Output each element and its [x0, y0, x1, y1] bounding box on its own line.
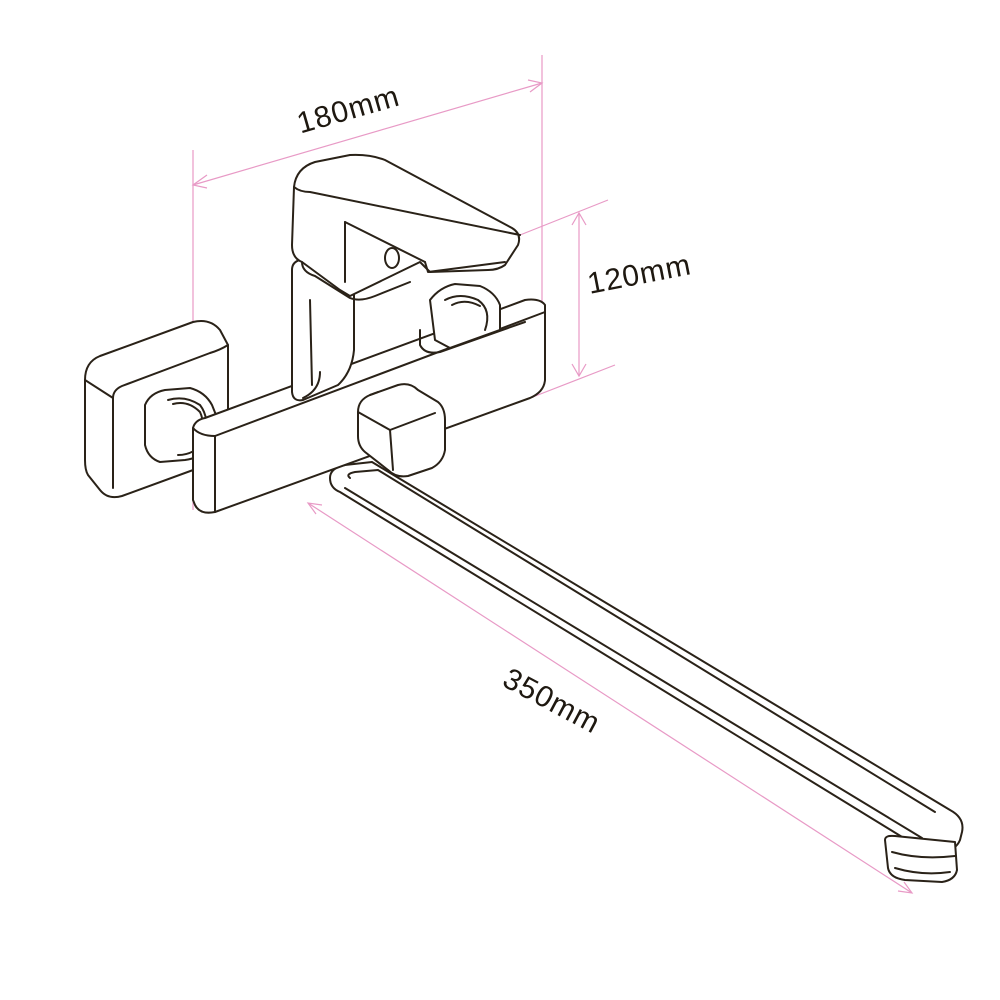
spout [329, 461, 964, 883]
dimension-lines [191, 55, 914, 894]
mixer-body [192, 259, 546, 514]
lever-handle [291, 153, 521, 301]
